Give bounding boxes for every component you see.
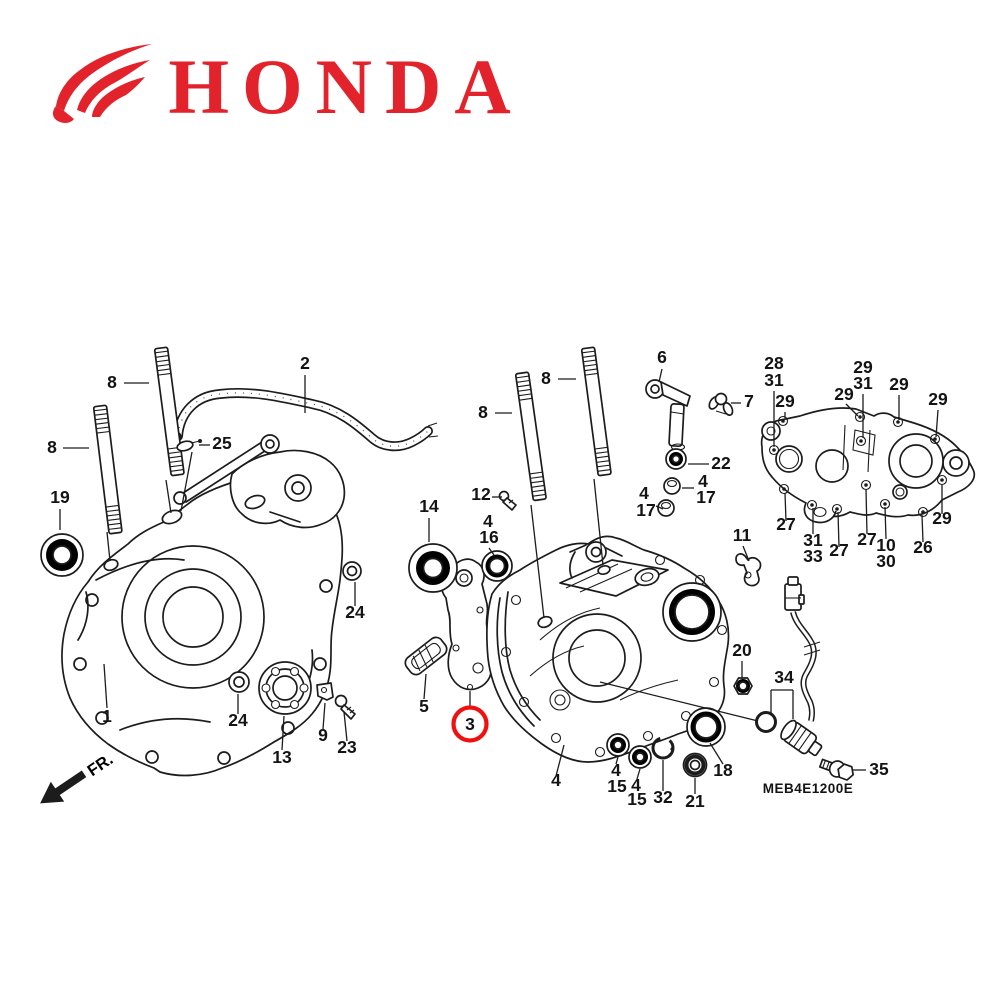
- leader-lines: [59, 368, 943, 794]
- part-20-nut-drawing: [733, 677, 753, 695]
- part-callout-16[interactable]: 16: [479, 527, 499, 547]
- part-25-clip-drawing: [176, 439, 202, 452]
- part-callout-17[interactable]: 17: [636, 500, 655, 520]
- fr-direction-arrow: FR.: [40, 750, 116, 804]
- part-callout-5[interactable]: 5: [419, 696, 429, 716]
- part-callout-35[interactable]: 35: [869, 759, 889, 779]
- diagram-code: MEB4E1200E: [763, 781, 854, 796]
- part-callout-7[interactable]: 7: [744, 391, 754, 411]
- part-callout-25[interactable]: 25: [212, 433, 232, 453]
- part-callout-29[interactable]: 29: [834, 384, 854, 404]
- part-callout-23[interactable]: 23: [337, 737, 357, 757]
- part-callout-17[interactable]: 17: [696, 487, 715, 507]
- right-cover-drawing: [760, 407, 976, 524]
- part-callout-26[interactable]: 26: [913, 537, 933, 557]
- part-7-clamp-drawing: [708, 392, 734, 416]
- part-callout-12[interactable]: 12: [471, 484, 491, 504]
- part-callout-8[interactable]: 8: [478, 402, 488, 422]
- part-35-bolt-drawing: [818, 758, 855, 781]
- honda-logo: HONDA: [52, 43, 523, 130]
- part-15-needle-bearings-drawing: [606, 733, 652, 769]
- part-callout-14[interactable]: 14: [419, 496, 439, 516]
- part-22-bearing-drawing: [665, 448, 687, 470]
- part-4-right-crankcase-drawing: [485, 535, 730, 763]
- part-callout-27[interactable]: 27: [776, 514, 795, 534]
- part-callout-4[interactable]: 4: [639, 483, 649, 503]
- part-callout-4[interactable]: 4: [551, 770, 561, 790]
- part-callout-20[interactable]: 20: [732, 640, 752, 660]
- part-callout-19[interactable]: 19: [50, 487, 70, 507]
- honda-wordmark: HONDA: [168, 43, 523, 130]
- part-8-studs-drawing: [92, 346, 613, 535]
- part-callout-4[interactable]: 4: [483, 511, 493, 531]
- part-callout-4[interactable]: 4: [631, 775, 641, 795]
- part-24-collars-drawing: [228, 561, 362, 693]
- part-callout-34[interactable]: 34: [774, 667, 794, 687]
- part-callout-8[interactable]: 8: [107, 372, 117, 392]
- part-callout-29[interactable]: 29: [889, 374, 909, 394]
- part-34-sensor-drawing: [755, 576, 823, 757]
- part-callout-11[interactable]: 11: [733, 525, 752, 545]
- part-callout-4[interactable]: 4: [698, 471, 708, 491]
- part-callout-27[interactable]: 27: [829, 540, 848, 560]
- part-callout-3[interactable]: 3: [465, 714, 475, 734]
- part-callout-4[interactable]: 4: [611, 760, 621, 780]
- selected-part-circle: [451, 705, 489, 743]
- part-callout-30[interactable]: 30: [876, 551, 896, 571]
- part-callout-27[interactable]: 27: [857, 529, 876, 549]
- part-callout-24[interactable]: 24: [345, 602, 365, 622]
- part-callout-15[interactable]: 15: [607, 776, 627, 796]
- part-callout-13[interactable]: 13: [272, 747, 292, 767]
- part-callout-1[interactable]: 1: [102, 706, 112, 726]
- part-32-circlip-drawing: [651, 736, 675, 760]
- part-callout-10[interactable]: 10: [876, 535, 896, 555]
- part-13-ball-bearing-drawing: [258, 661, 312, 715]
- part-callout-29[interactable]: 29: [775, 391, 795, 411]
- part-callout-29[interactable]: 29: [928, 389, 948, 409]
- part-18-bearing-drawing: [686, 707, 726, 747]
- cover-bolt-holes: [768, 411, 948, 518]
- part-19-oil-seal-drawing: [40, 533, 84, 577]
- part-callout-28[interactable]: 28: [764, 353, 784, 373]
- part-callout-8[interactable]: 8: [541, 368, 551, 388]
- part-callout-15[interactable]: 15: [627, 789, 647, 809]
- part-callout-2[interactable]: 2: [300, 353, 310, 373]
- part-callout-31[interactable]: 31: [803, 530, 823, 550]
- part-callout-29[interactable]: 29: [853, 357, 873, 377]
- part-9-washer-drawing: [316, 682, 334, 701]
- part-callout-31[interactable]: 31: [764, 370, 784, 390]
- fr-label: FR.: [84, 750, 116, 780]
- part-callout-18[interactable]: 18: [713, 760, 733, 780]
- part-callout-24[interactable]: 24: [228, 710, 248, 730]
- part-callout-32[interactable]: 32: [653, 787, 673, 807]
- part-17-dowel-pins-drawing: [657, 477, 681, 517]
- part-callout-33[interactable]: 33: [803, 546, 823, 566]
- part-callout-22[interactable]: 22: [711, 453, 731, 473]
- part-11-bracket-drawing: [735, 553, 762, 587]
- part-callout-29[interactable]: 29: [932, 508, 952, 528]
- part-callout-9[interactable]: 9: [318, 725, 328, 745]
- part-21-oil-seal-drawing: [682, 752, 708, 778]
- part-callout-8[interactable]: 8: [47, 437, 57, 457]
- honda-wing-icon: [52, 44, 152, 123]
- part-callout-31[interactable]: 31: [853, 373, 873, 393]
- part-12-bolt-drawing: [498, 490, 517, 511]
- part-6-arm-drawing: [645, 379, 691, 451]
- part-5-cushion-drawing: [404, 636, 448, 676]
- part-callout-6[interactable]: 6: [657, 347, 667, 367]
- part-23-bolt-drawing: [334, 694, 356, 720]
- part-14-roller-bearing-drawing: [408, 543, 458, 593]
- part-16-bearing-race-drawing: [481, 550, 513, 582]
- part-callout-21[interactable]: 21: [685, 791, 705, 811]
